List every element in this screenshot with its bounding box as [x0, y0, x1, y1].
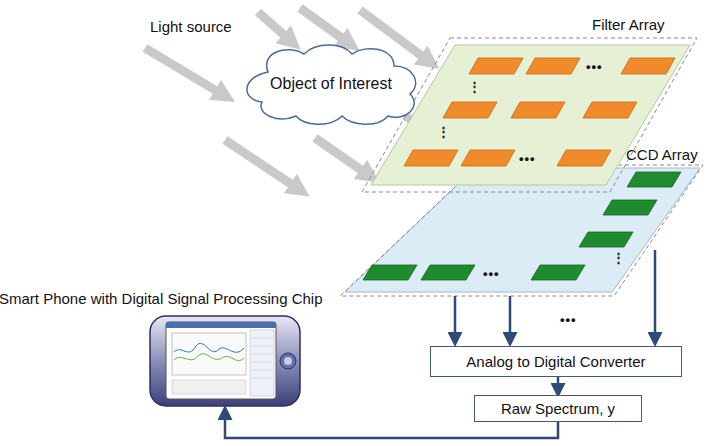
process-box: Raw Spectrum, y	[474, 395, 642, 422]
ellipsis: ⋮	[437, 124, 451, 139]
ellipsis: •••	[519, 151, 536, 166]
light-source-label: Light source	[150, 18, 232, 35]
ellipsis: ⋮	[612, 250, 626, 265]
smart-phone	[150, 316, 300, 406]
flow-arrow	[557, 377, 560, 395]
ccd-array-label: CCD Array	[626, 146, 698, 163]
object-cloud: Object of Interest	[238, 42, 424, 126]
ellipsis: •••	[586, 59, 603, 74]
ellipsis: •••	[560, 312, 577, 327]
process-box: Analog to Digital Converter	[430, 346, 682, 377]
filter-array	[362, 38, 697, 192]
node-label: Analog to Digital Converter	[466, 353, 645, 370]
signal-wires	[455, 250, 655, 344]
node-heading: Smart Phone with Digital Signal Processi…	[0, 290, 383, 307]
ellipsis: ⋮	[468, 79, 482, 94]
filter-array-label: Filter Array	[592, 16, 665, 33]
node-label: Object of Interest	[270, 75, 392, 93]
cloud-shape	[247, 45, 416, 124]
node-label: Raw Spectrum, y	[501, 400, 615, 417]
phone-node: Smart Phone with Digital Signal Processi…	[0, 290, 383, 408]
ellipsis: •••	[483, 266, 500, 281]
